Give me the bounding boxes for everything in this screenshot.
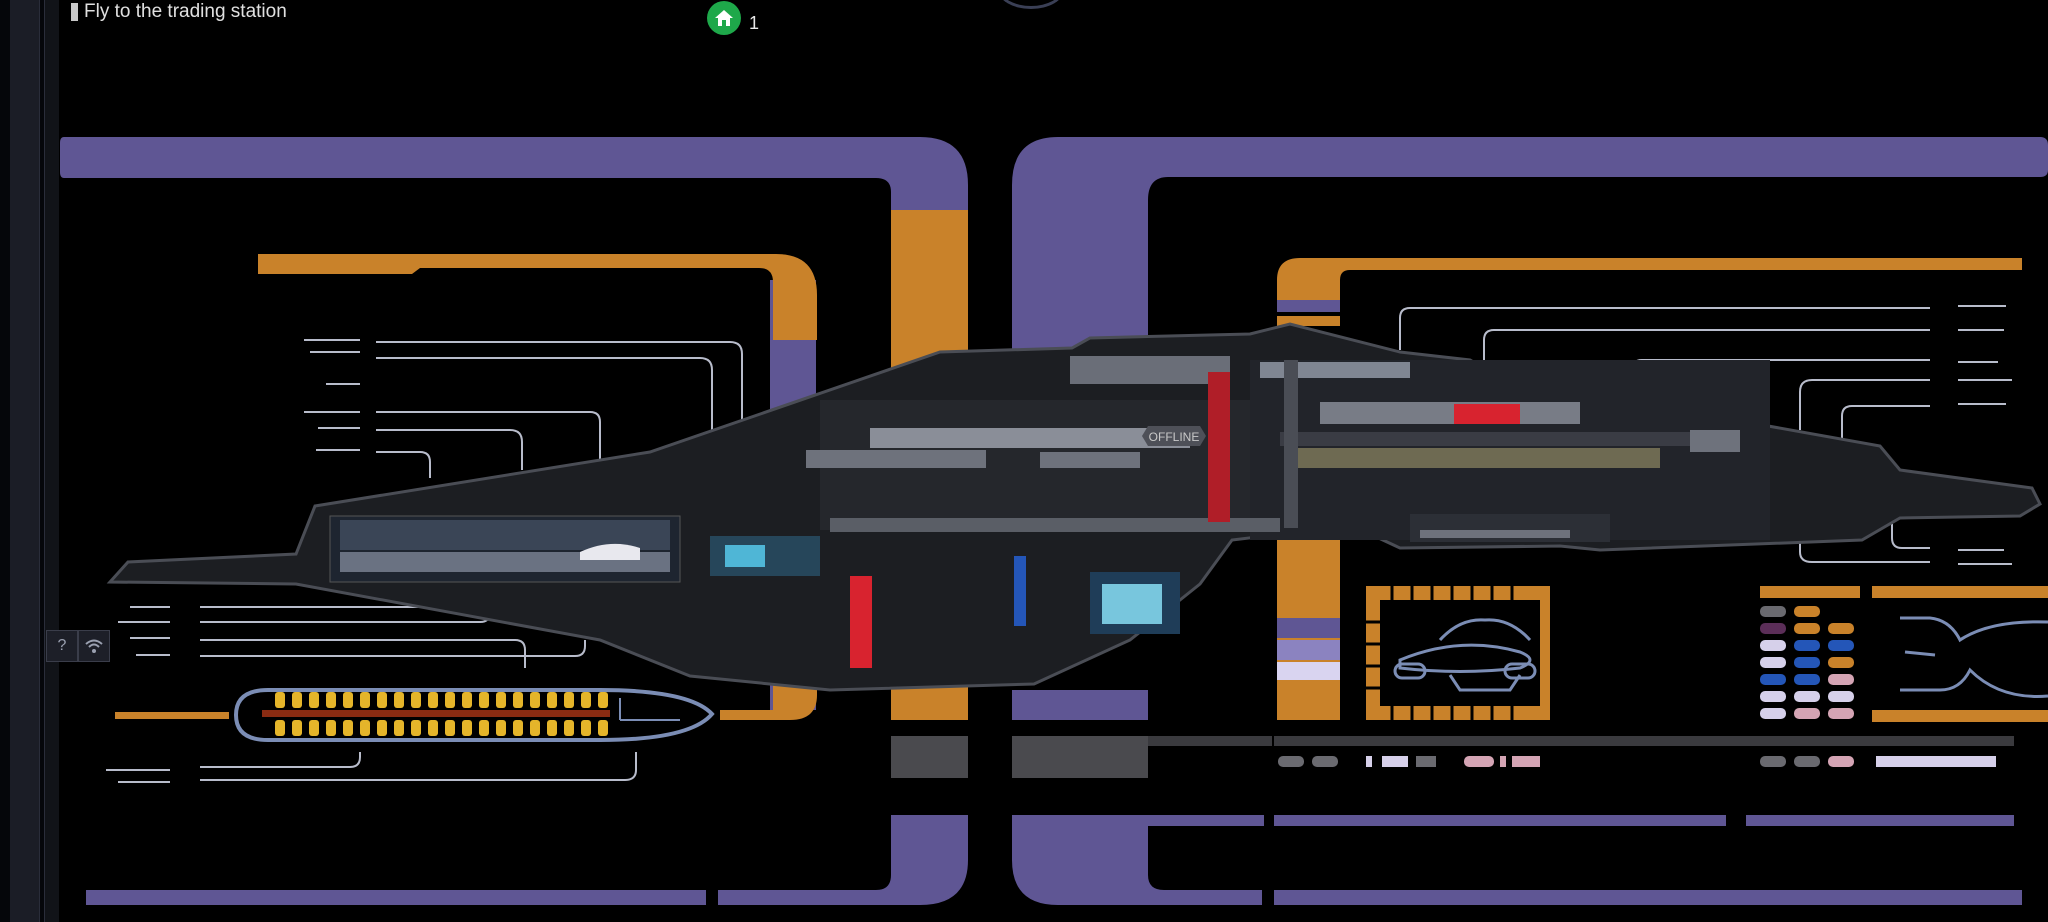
home-icon xyxy=(707,1,741,35)
objective-marker xyxy=(71,3,78,21)
lcars-stat-stripes xyxy=(1277,300,1340,714)
status-grid xyxy=(1760,606,1854,719)
offline-indicator: OFFLINE xyxy=(1142,426,1206,446)
saucer-diagram-panel xyxy=(1366,586,1550,720)
seat-row-top xyxy=(275,692,608,708)
lcars-top-right-bar xyxy=(1012,137,2048,210)
engine-bay xyxy=(1284,360,1298,528)
sidebar-strip xyxy=(10,0,40,922)
lcars-divider-right-mid xyxy=(1012,690,1148,720)
seat-row-bottom xyxy=(275,720,608,736)
lcars-top-left-bar xyxy=(60,137,968,210)
lcars-orange-left-frame xyxy=(258,254,817,340)
shuttle-seat-diagram xyxy=(233,688,715,742)
corridor-central xyxy=(830,518,1280,532)
offline-label: OFFLINE xyxy=(1149,430,1200,444)
lcars-right-lower-bar-2 xyxy=(1746,815,2014,826)
alert-room-right xyxy=(1454,404,1520,424)
lcars-right-lower-bar-1 xyxy=(1274,815,1726,826)
alert-column-top xyxy=(1208,372,1230,522)
home-marker[interactable]: 1 xyxy=(707,1,759,35)
help-button[interactable]: ? xyxy=(46,630,78,662)
network-button[interactable] xyxy=(78,630,110,662)
starship-outline-partial xyxy=(1900,616,2048,698)
help-icon: ? xyxy=(57,637,67,654)
saucer-ship-outline xyxy=(1393,618,1537,692)
docked-shuttle-left xyxy=(580,543,640,560)
cabins-row-2 xyxy=(870,428,1190,448)
lcars-gray-bars xyxy=(891,736,2014,778)
objective-text: Fly to the trading station xyxy=(84,1,287,22)
lcars-right-lower-bar-0 xyxy=(1148,815,1264,826)
lcars-bottom-bar-2 xyxy=(1274,890,2022,905)
lcars-bottom-right-corner xyxy=(1012,815,1262,905)
cabins-row-1 xyxy=(1070,356,1230,384)
left-sidebar xyxy=(0,0,59,922)
objective-label: Fly to the trading station xyxy=(71,1,287,23)
lcars-orange-bottom-left xyxy=(720,680,817,720)
alert-column-low xyxy=(850,576,872,668)
status-pills-bottom xyxy=(1278,756,1996,767)
home-count: 1 xyxy=(749,12,760,33)
side-button-group: ? xyxy=(10,630,110,662)
lcars-orange-right-frame xyxy=(1277,258,2022,300)
lcars-orange-column-mid-a xyxy=(773,308,817,340)
lcars-bottom-bar-1 xyxy=(86,890,706,905)
lcars-divider-right-top xyxy=(1012,210,1148,350)
lcars-orange-short-bar xyxy=(115,712,229,719)
lcars-bottom-left-corner xyxy=(718,815,968,905)
ship-cross-section xyxy=(106,322,2042,692)
sidebar-strip-inner xyxy=(44,0,59,922)
status-blocks xyxy=(1278,586,2048,767)
wifi-icon xyxy=(85,639,103,653)
